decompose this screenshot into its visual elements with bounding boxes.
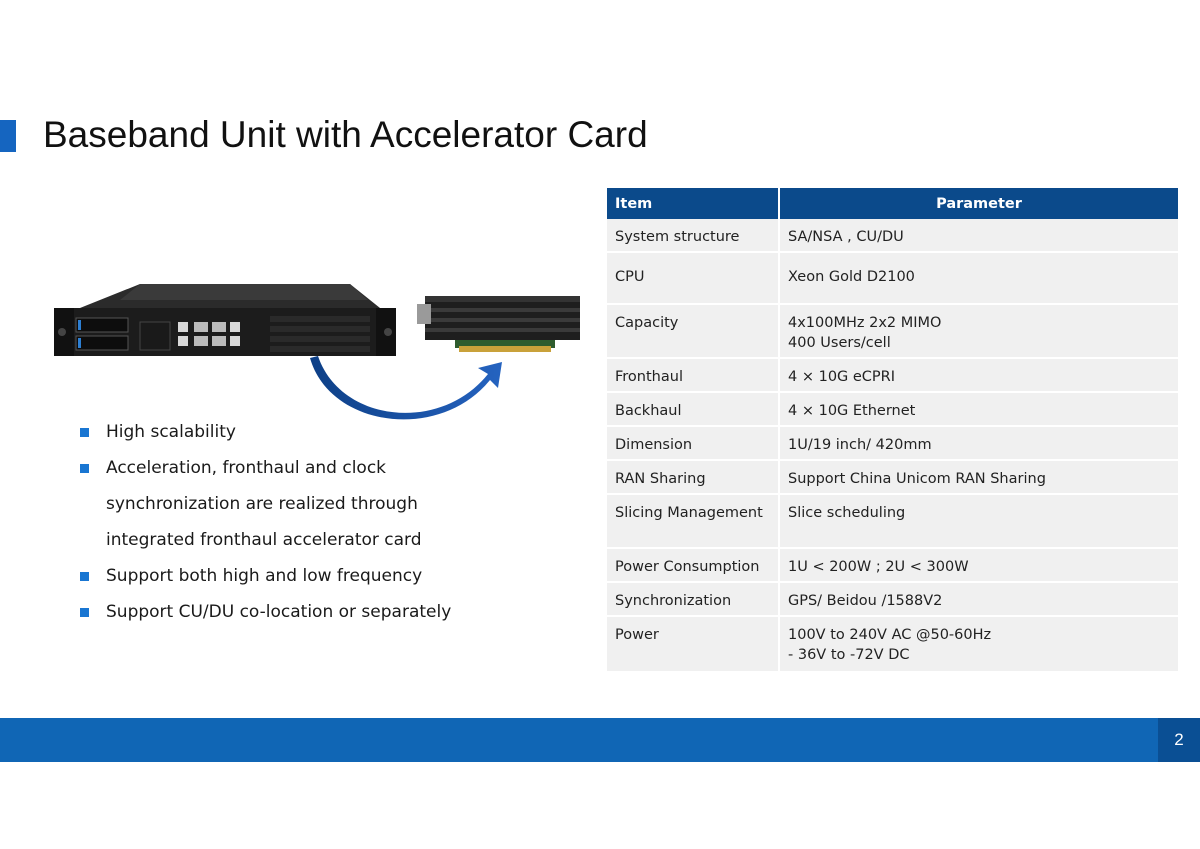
footer-bar (0, 718, 1200, 762)
cell-value: 1U < 200W ; 2U < 300W (779, 548, 1180, 583)
table-row: CPU Xeon Gold D2100 (607, 252, 1180, 305)
table-row: RAN Sharing Support China Unicom RAN Sha… (607, 460, 1180, 495)
cell-item: Backhaul (607, 392, 780, 427)
table-row: Synchronization GPS/ Beidou /1588V2 (607, 582, 1180, 617)
table-row: Capacity 4x100MHz 2x2 MIMO 400 Users/cel… (607, 304, 1180, 359)
server-image (54, 284, 396, 356)
cell-value: 100V to 240V AC @50-60Hz - 36V to -72V D… (779, 616, 1180, 673)
bullet-square-icon (80, 572, 89, 581)
bullet-item: High scalability (78, 414, 558, 450)
bullet-item: Support CU/DU co-location or separately (78, 594, 558, 630)
cell-value: 1U/19 inch/ 420mm (779, 426, 1180, 461)
table-row: Power 100V to 240V AC @50-60Hz - 36V to … (607, 616, 1180, 673)
table-row: Fronthaul 4 × 10G eCPRI (607, 358, 1180, 393)
feature-list: High scalability Acceleration, fronthaul… (78, 414, 558, 630)
cell-item: RAN Sharing (607, 460, 780, 495)
bullet-item: Acceleration, fronthaul and clock synchr… (78, 450, 558, 558)
spec-table: Item Parameter System structure SA/NSA ,… (607, 188, 1180, 673)
bullet-square-icon (80, 608, 89, 617)
cell-item: CPU (607, 252, 780, 305)
page-number: 2 (1158, 718, 1200, 762)
table-row: Slicing Management Slice scheduling (607, 494, 1180, 549)
table-row: Dimension 1U/19 inch/ 420mm (607, 426, 1180, 461)
cell-value: 4x100MHz 2x2 MIMO 400 Users/cell (779, 304, 1180, 359)
bullet-item: Support both high and low frequency (78, 558, 558, 594)
bullet-square-icon (80, 428, 89, 437)
cell-item: Synchronization (607, 582, 780, 617)
table-row: Power Consumption 1U < 200W ; 2U < 300W (607, 548, 1180, 583)
table-header-row: Item Parameter (607, 188, 1180, 219)
cell-item: Power (607, 616, 780, 673)
cell-item: Slicing Management (607, 494, 780, 549)
cell-value: SA/NSA , CU/DU (779, 219, 1180, 253)
bullet-square-icon (80, 464, 89, 473)
cell-value: 4 × 10G Ethernet (779, 392, 1180, 427)
cell-item: System structure (607, 219, 780, 253)
cell-item: Fronthaul (607, 358, 780, 393)
cell-item: Dimension (607, 426, 780, 461)
slide-title: Baseband Unit with Accelerator Card (43, 114, 648, 155)
table-row: Backhaul 4 × 10G Ethernet (607, 392, 1180, 427)
accelerator-card-image (417, 296, 580, 352)
cell-item: Capacity (607, 304, 780, 359)
cell-value: Xeon Gold D2100 (779, 252, 1180, 305)
cell-value: Slice scheduling (779, 494, 1180, 549)
table-row: System structure SA/NSA , CU/DU (607, 219, 1180, 253)
title-marker (0, 120, 16, 152)
header-parameter: Parameter (779, 188, 1180, 219)
cell-value: GPS/ Beidou /1588V2 (779, 582, 1180, 617)
curved-arrow-icon (310, 356, 502, 420)
cell-value: Support China Unicom RAN Sharing (779, 460, 1180, 495)
cell-value: 4 × 10G eCPRI (779, 358, 1180, 393)
header-item: Item (607, 188, 780, 219)
cell-item: Power Consumption (607, 548, 780, 583)
